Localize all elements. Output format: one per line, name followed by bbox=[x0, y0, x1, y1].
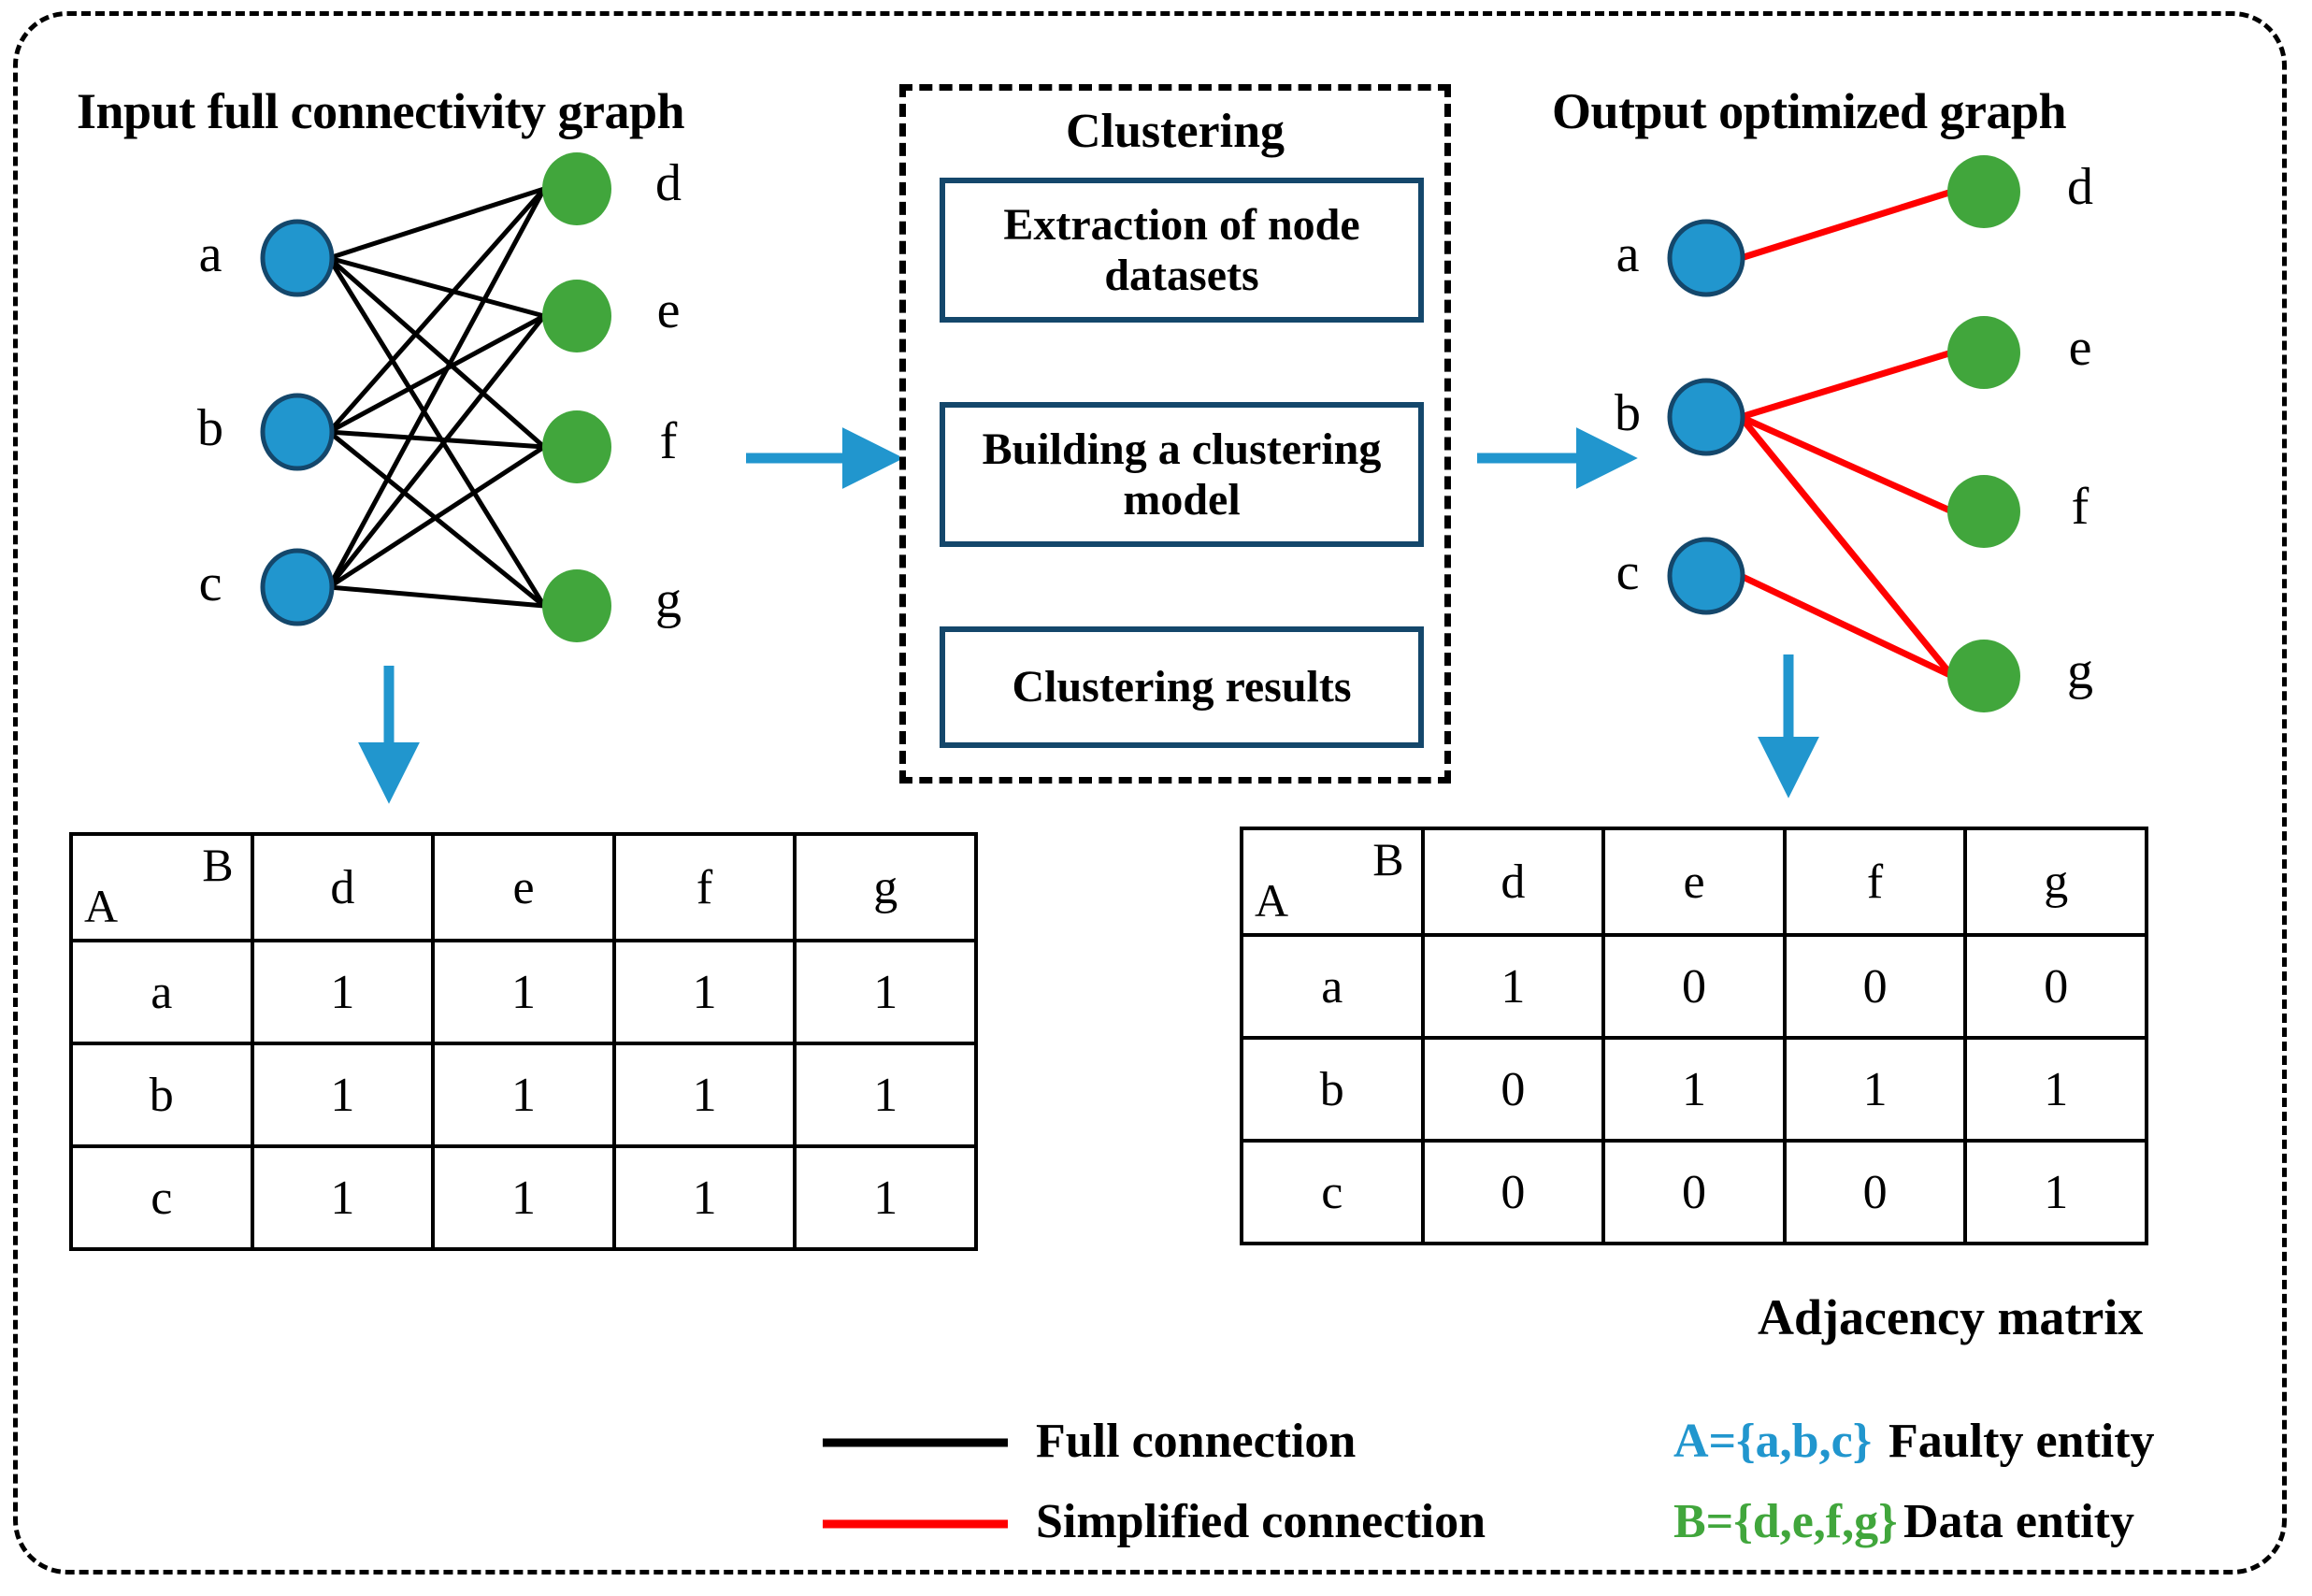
matrix-cell-a-f: 0 bbox=[1782, 933, 1968, 1040]
matrix-cell-c-g: 1 bbox=[793, 1144, 978, 1251]
clustering-step-results[interactable]: Clustering results bbox=[940, 626, 1424, 748]
matrix-corner-row-label: A bbox=[1255, 874, 1289, 927]
label-node-c-input: c bbox=[198, 554, 223, 612]
matrix-cell-b-g: 1 bbox=[793, 1042, 978, 1148]
outer-dashed-frame bbox=[13, 11, 2287, 1574]
matrix-cell-c-e: 1 bbox=[431, 1144, 616, 1251]
matrix-header-row: B A d e f g bbox=[1240, 827, 2148, 937]
label-node-d-output: d bbox=[2067, 158, 2093, 216]
matrix-row-header-c: c bbox=[69, 1144, 254, 1251]
matrix-corner-cell: B A bbox=[1240, 827, 1425, 937]
matrix-cell-c-d: 0 bbox=[1420, 1139, 1606, 1245]
matrix-cell-a-d: 1 bbox=[1420, 933, 1606, 1040]
matrix-col-header-e: e bbox=[1601, 827, 1787, 937]
output-graph-title: Output optimized graph bbox=[1552, 83, 2067, 139]
matrix-cell-b-f: 1 bbox=[611, 1042, 797, 1148]
matrix-header-row: B A d e f g bbox=[69, 832, 978, 942]
matrix-col-header-f: f bbox=[1782, 827, 1968, 937]
label-node-c-output: c bbox=[1616, 543, 1640, 601]
matrix-corner-col-label: B bbox=[1372, 833, 1404, 885]
label-node-f-output: f bbox=[2071, 478, 2089, 536]
table-row: b 0 1 1 1 bbox=[1240, 1036, 2148, 1143]
input-graph-title: Input full connectivity graph bbox=[77, 83, 685, 139]
matrix-corner-row-label: A bbox=[84, 880, 119, 932]
clustering-step-build-model[interactable]: Building a clustering model bbox=[940, 402, 1424, 547]
legend-label-full-connection: Full connection bbox=[1036, 1415, 1357, 1468]
matrix-cell-c-f: 1 bbox=[611, 1144, 797, 1251]
matrix-cell-c-e: 0 bbox=[1601, 1139, 1787, 1245]
matrix-row-header-c: c bbox=[1240, 1139, 1425, 1245]
matrix-col-header-e: e bbox=[431, 832, 616, 942]
label-node-d-input: d bbox=[655, 154, 682, 212]
table-row: a 1 1 1 1 bbox=[69, 939, 978, 1045]
label-node-e-output: e bbox=[2068, 319, 2092, 377]
matrix-cell-b-f: 1 bbox=[1782, 1036, 1968, 1143]
matrix-cell-b-g: 1 bbox=[1963, 1036, 2148, 1143]
adjacency-matrix-output: B A d e f g a 1 0 0 0 b 0 1 1 1 c 0 0 bbox=[1240, 827, 2148, 1245]
matrix-row-header-a: a bbox=[69, 939, 254, 1045]
clustering-step-extraction[interactable]: Extraction of node datasets bbox=[940, 178, 1424, 323]
label-node-a-output: a bbox=[1616, 225, 1640, 283]
label-node-b-output: b bbox=[1615, 384, 1641, 442]
adjacency-matrix-input: B A d e f g a 1 1 1 1 b 1 1 1 1 c 1 1 bbox=[69, 832, 978, 1251]
clustering-panel: Clustering Extraction of node datasets B… bbox=[899, 84, 1451, 784]
legend-set-a: A={a,b,c} bbox=[1673, 1415, 1873, 1468]
matrix-cell-a-d: 1 bbox=[250, 939, 436, 1045]
matrix-cell-a-g: 0 bbox=[1963, 933, 2148, 1040]
matrix-cell-a-e: 0 bbox=[1601, 933, 1787, 1040]
matrix-cell-a-g: 1 bbox=[793, 939, 978, 1045]
label-node-g-input: g bbox=[655, 571, 682, 629]
label-node-g-output: g bbox=[2067, 642, 2093, 700]
matrix-corner-cell: B A bbox=[69, 832, 254, 942]
table-row: c 1 1 1 1 bbox=[69, 1144, 978, 1251]
matrix-cell-b-d: 1 bbox=[250, 1042, 436, 1148]
matrix-cell-c-f: 0 bbox=[1782, 1139, 1968, 1245]
adjacency-matrix-caption: Adjacency matrix bbox=[1758, 1289, 2144, 1345]
matrix-col-header-d: d bbox=[1420, 827, 1606, 937]
matrix-cell-a-f: 1 bbox=[611, 939, 797, 1045]
label-node-a-input: a bbox=[198, 225, 223, 283]
legend-set-b: B={d,e,f,g} bbox=[1673, 1495, 1898, 1548]
matrix-cell-a-e: 1 bbox=[431, 939, 616, 1045]
clustering-title: Clustering bbox=[1066, 105, 1285, 158]
matrix-row-header-a: a bbox=[1240, 933, 1425, 1040]
matrix-col-header-f: f bbox=[611, 832, 797, 942]
label-node-b-input: b bbox=[197, 399, 223, 457]
table-row: b 1 1 1 1 bbox=[69, 1042, 978, 1148]
label-node-f-input: f bbox=[659, 412, 678, 470]
matrix-row-header-b: b bbox=[69, 1042, 254, 1148]
matrix-col-header-g: g bbox=[793, 832, 978, 942]
table-row: a 1 0 0 0 bbox=[1240, 933, 2148, 1040]
legend-label-simplified-connection: Simplified connection bbox=[1036, 1495, 1486, 1548]
matrix-row-header-b: b bbox=[1240, 1036, 1425, 1143]
legend-set-b-meaning: Data entity bbox=[1903, 1495, 2134, 1548]
matrix-cell-b-d: 0 bbox=[1420, 1036, 1606, 1143]
matrix-col-header-g: g bbox=[1963, 827, 2148, 937]
label-node-e-input: e bbox=[656, 281, 681, 339]
matrix-col-header-d: d bbox=[250, 832, 436, 942]
legend-set-a-meaning: Faulty entity bbox=[1888, 1415, 2155, 1468]
matrix-corner-col-label: B bbox=[202, 839, 234, 891]
matrix-cell-c-d: 1 bbox=[250, 1144, 436, 1251]
table-row: c 0 0 0 1 bbox=[1240, 1139, 2148, 1245]
matrix-cell-b-e: 1 bbox=[431, 1042, 616, 1148]
matrix-cell-b-e: 1 bbox=[1601, 1036, 1787, 1143]
matrix-cell-c-g: 1 bbox=[1963, 1139, 2148, 1245]
